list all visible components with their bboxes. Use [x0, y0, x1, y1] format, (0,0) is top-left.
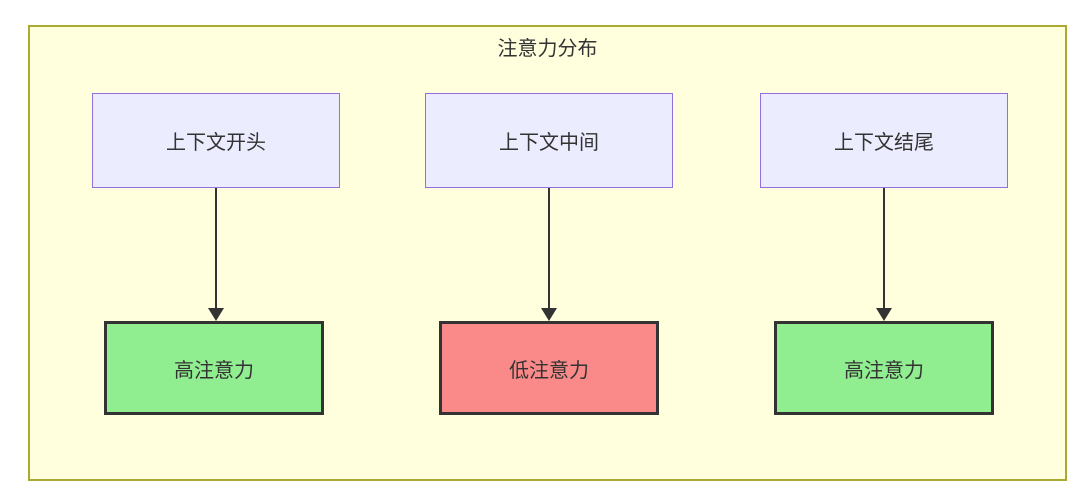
node-low-attention-label: 低注意力 — [509, 359, 589, 382]
node-high-attention-right-label: 高注意力 — [844, 359, 924, 382]
arrow-shaft — [215, 188, 217, 309]
node-context-start-label: 上下文开头 — [166, 132, 266, 154]
node-high-attention-right: 高注意力 — [774, 321, 994, 415]
arrow-middle-to-low — [541, 188, 557, 321]
node-context-end: 上下文结尾 — [760, 93, 1008, 188]
arrow-end-to-high — [876, 188, 892, 321]
node-high-attention-left-label: 高注意力 — [174, 359, 254, 382]
diagram-title: 注意力分布 — [497, 38, 598, 60]
node-low-attention: 低注意力 — [439, 321, 659, 415]
node-context-end-label: 上下文结尾 — [834, 132, 934, 154]
node-high-attention-left: 高注意力 — [104, 321, 324, 415]
node-context-middle-label: 上下文中间 — [499, 132, 599, 154]
attention-distribution-group: 注意力分布 上下文开头 高注意力 上下文中间 低注意力 上下文结尾 — [28, 25, 1067, 481]
node-context-middle: 上下文中间 — [425, 93, 673, 188]
arrow-start-to-high — [208, 188, 224, 321]
arrow-shaft — [883, 188, 885, 309]
arrow-head-icon — [876, 308, 892, 321]
arrow-head-icon — [208, 308, 224, 321]
node-context-start: 上下文开头 — [92, 93, 340, 188]
arrow-head-icon — [541, 308, 557, 321]
arrow-shaft — [548, 188, 550, 309]
